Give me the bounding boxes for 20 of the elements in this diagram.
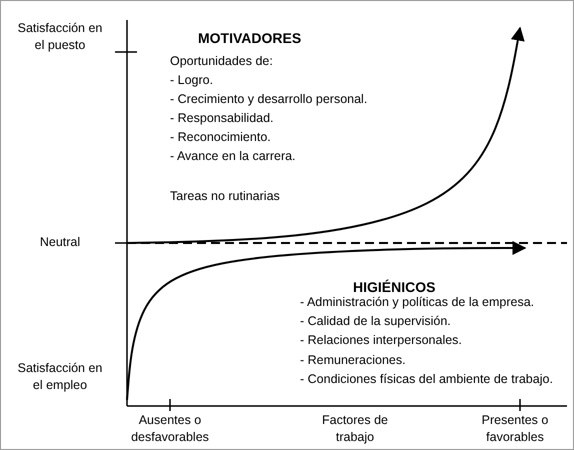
list-item: - Crecimiento y desarrollo personal. — [170, 91, 368, 108]
list-item: - Administración y políticas de la empresa. — [300, 294, 534, 311]
axis-label: Ausentes o desfavorables — [130, 412, 210, 446]
section-heading: HIGIÉNICOS — [353, 278, 436, 296]
axis-label: Satisfacción en el puesto — [16, 20, 104, 54]
axis-label: Neutral — [38, 234, 82, 251]
list-heading: Oportunidades de: — [170, 53, 273, 70]
list-item: - Responsabilidad. — [170, 110, 274, 127]
list-item: - Remuneraciones. — [300, 352, 406, 369]
list-item: - Avance en la carrera. — [170, 148, 296, 165]
axis-label: Factores de trabajo — [320, 412, 389, 446]
list-item: - Calidad de la supervisión. — [300, 313, 451, 330]
section-heading: MOTIVADORES — [198, 29, 302, 47]
list-item: - Reconocimiento. — [170, 129, 271, 146]
axis-label: Satisfacción en el empleo — [16, 360, 104, 394]
list-item: - Logro. — [170, 72, 214, 89]
axis-label: Presentes o favorables — [480, 412, 550, 446]
list-item: - Relaciones interpersonales. — [300, 332, 462, 349]
list-item: - Condiciones físicas del ambiente de trabajo. — [300, 371, 553, 388]
note-text: Tareas no rutinarias — [170, 188, 280, 205]
